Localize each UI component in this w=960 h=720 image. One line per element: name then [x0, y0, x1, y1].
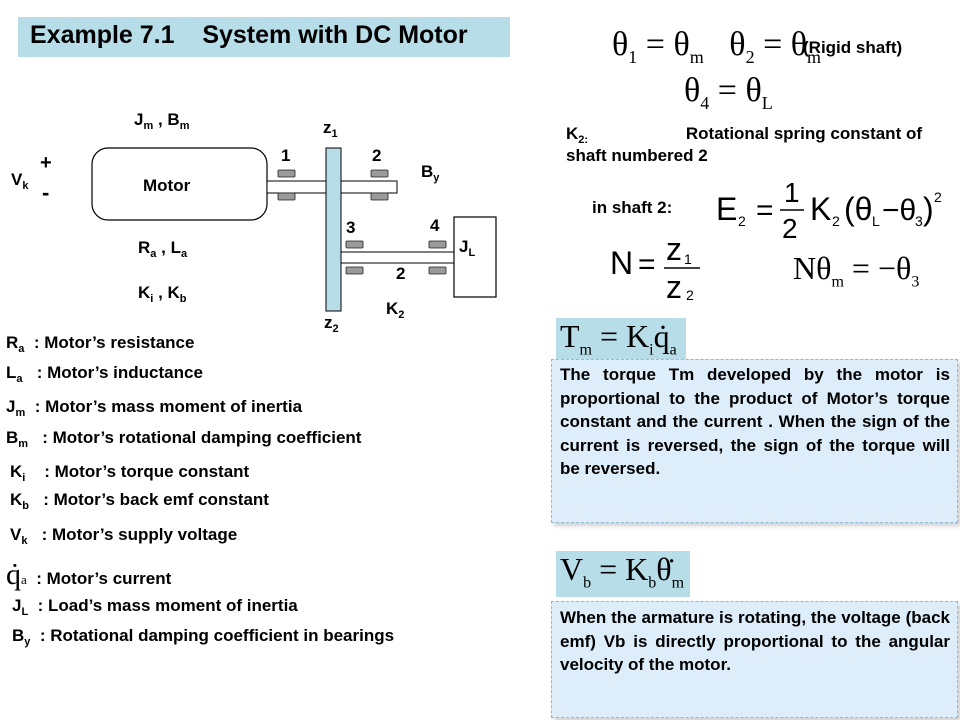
svg-text:N: N: [610, 245, 633, 281]
minus-sign: -: [42, 180, 50, 205]
svg-text:K: K: [810, 191, 831, 227]
label-ki-kb: Ki , Kb: [138, 283, 187, 305]
equation-ntheta: Nθm = −θ3: [793, 250, 920, 291]
definition-item: Jm : Motor’s mass moment of inertia: [6, 397, 303, 419]
definition-item: Kb : Motor’s back emf constant: [10, 490, 269, 512]
shaft-1: [266, 180, 328, 194]
label-jl: JL: [459, 237, 476, 259]
label-z1: z1: [323, 118, 338, 140]
bearing: [345, 266, 364, 275]
label-vk: Vk: [11, 170, 29, 192]
definition-item: By : Rotational damping coefficient in b…: [12, 626, 395, 648]
equation-backemf-box: [556, 551, 690, 597]
label-k2: K2: [386, 299, 405, 321]
load-box: [453, 216, 497, 298]
k2-note: K2:Rotational spring constant of shaft n…: [566, 124, 922, 165]
label-by: By: [421, 162, 440, 184]
svg-text:z: z: [666, 269, 682, 304]
label-ra-la: Ra , La: [138, 238, 188, 260]
equation-energy: E 2 = 1 2 K 2 (θ L −θ 3 ) 2: [716, 177, 942, 242]
svg-text:3: 3: [915, 213, 923, 229]
svg-text:): ): [923, 191, 934, 227]
svg-text:L: L: [872, 213, 880, 229]
bearing: [345, 240, 364, 249]
equation-theta4: θ4 = θL: [684, 72, 773, 113]
bearing: [428, 266, 447, 275]
definition-item: Ra : Motor’s resistance: [6, 333, 195, 355]
label-num-4: 4: [430, 216, 440, 235]
svg-text:1: 1: [784, 177, 800, 208]
equation-backemf: Vb = Kbθ̇m: [560, 551, 685, 592]
bearing: [277, 169, 296, 178]
gear-z1-z2: [325, 147, 342, 312]
motor-gear-diagram: [91, 147, 497, 312]
svg-text:z: z: [666, 231, 682, 267]
motor-label: Motor: [143, 176, 191, 195]
equation-torque: Tm = Kiq̇a: [560, 318, 677, 359]
in-shaft-label: in shaft 2:: [592, 198, 673, 217]
rigid-shaft-note: (Rigid shaft): [803, 38, 903, 57]
backemf-explanation-panel: [551, 601, 958, 718]
shaft-upper-right: [340, 180, 398, 194]
bearing: [277, 192, 296, 201]
svg-text:2: 2: [686, 287, 694, 303]
svg-text:2: 2: [782, 213, 798, 242]
title-banner: [18, 17, 510, 57]
definition-item: Ki : Motor’s torque constant: [10, 462, 250, 484]
definition-item: Bm : Motor’s rotational damping coeffici…: [6, 428, 362, 450]
definition-item: q̇a : Motor’s current: [6, 558, 172, 591]
definition-item: Vk : Motor’s supply voltage: [10, 525, 238, 547]
bearing: [370, 169, 389, 178]
equation-theta-rigid: θ1 = θm θ2 = θm: [612, 26, 822, 67]
bearing: [428, 240, 447, 249]
svg-text:(θ: (θ: [844, 191, 872, 227]
svg-text:E: E: [716, 191, 737, 227]
svg-text:2: 2: [832, 213, 840, 229]
equation-torque-box: [556, 318, 686, 360]
page-title: Example 7.1 System with DC Motor: [30, 21, 468, 49]
label-jm-bm: Jm , Bm: [134, 110, 190, 132]
label-z2: z2: [324, 313, 339, 335]
definition-item: JL : Load’s mass moment of inertia: [12, 596, 298, 618]
svg-text:=: =: [756, 194, 774, 227]
label-num-1: 1: [281, 146, 291, 165]
backemf-explanation-text: When the armature is rotating, the volta…: [560, 608, 950, 675]
svg-text:−θ: −θ: [882, 194, 916, 227]
bearing: [370, 192, 389, 201]
svg-text:1: 1: [684, 251, 692, 267]
shaft-2: [340, 251, 455, 264]
plus-sign: +: [40, 152, 52, 174]
equation-gear-ratio: N = z 1 z 2: [610, 231, 700, 304]
definition-item: La : Motor’s inductance: [6, 363, 203, 385]
label-num-3: 3: [346, 218, 356, 237]
svg-text:=: =: [638, 248, 656, 281]
label-shaft-2: 2: [396, 264, 406, 283]
svg-text:2: 2: [738, 213, 746, 229]
torque-explanation-panel: [551, 359, 958, 523]
torque-explanation-text: The torque Tm developed by the motor is …: [560, 365, 950, 479]
label-num-2: 2: [372, 146, 382, 165]
svg-text:2: 2: [934, 189, 942, 205]
